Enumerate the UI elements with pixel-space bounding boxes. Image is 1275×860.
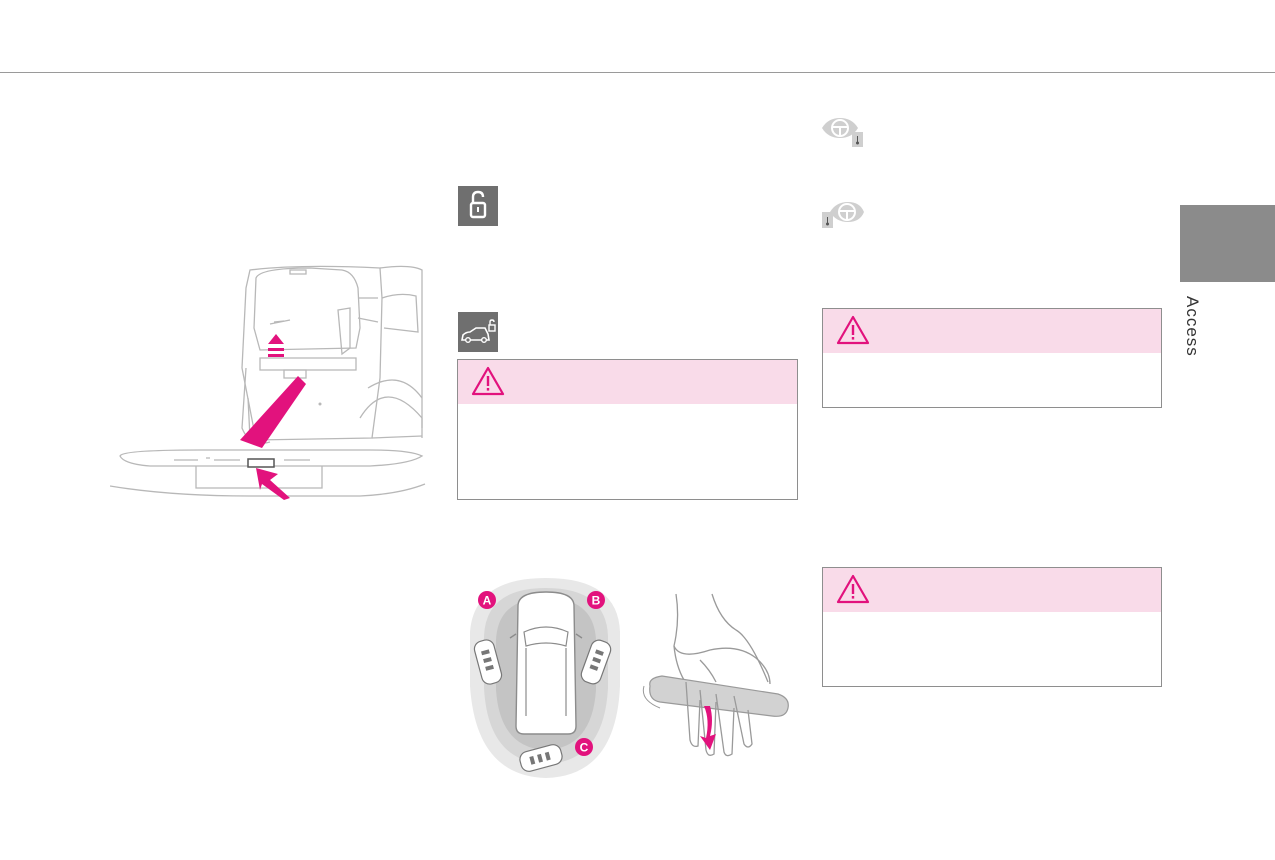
warning-box-steering — [822, 308, 1162, 408]
warning-triangle-icon — [836, 315, 870, 345]
door-handle-illustration — [642, 593, 789, 757]
warning-header — [823, 568, 1161, 612]
section-tab-label-wrap: Access — [1172, 296, 1212, 376]
header-rule — [0, 72, 1275, 73]
key-zone-illustration: A B C — [470, 578, 620, 778]
warning-box-handle — [822, 567, 1162, 687]
warning-header — [458, 360, 797, 404]
car-padlock-icon — [458, 312, 498, 352]
steering-wheel-rhd-icon — [822, 202, 864, 228]
warning-header — [823, 309, 1161, 353]
warning-triangle-icon — [471, 366, 505, 396]
zone-label-a: A — [483, 594, 492, 608]
zone-label-b: B — [592, 594, 601, 608]
padlock-open-icon — [458, 186, 498, 226]
tailgate-illustration — [110, 265, 426, 500]
warning-triangle-icon — [836, 574, 870, 604]
section-tab[interactable] — [1180, 205, 1275, 282]
steering-wheel-lhd-icon — [822, 118, 863, 147]
warning-box-unlock — [457, 359, 798, 500]
zone-label-c: C — [580, 741, 589, 755]
section-tab-label: Access — [1183, 296, 1202, 357]
